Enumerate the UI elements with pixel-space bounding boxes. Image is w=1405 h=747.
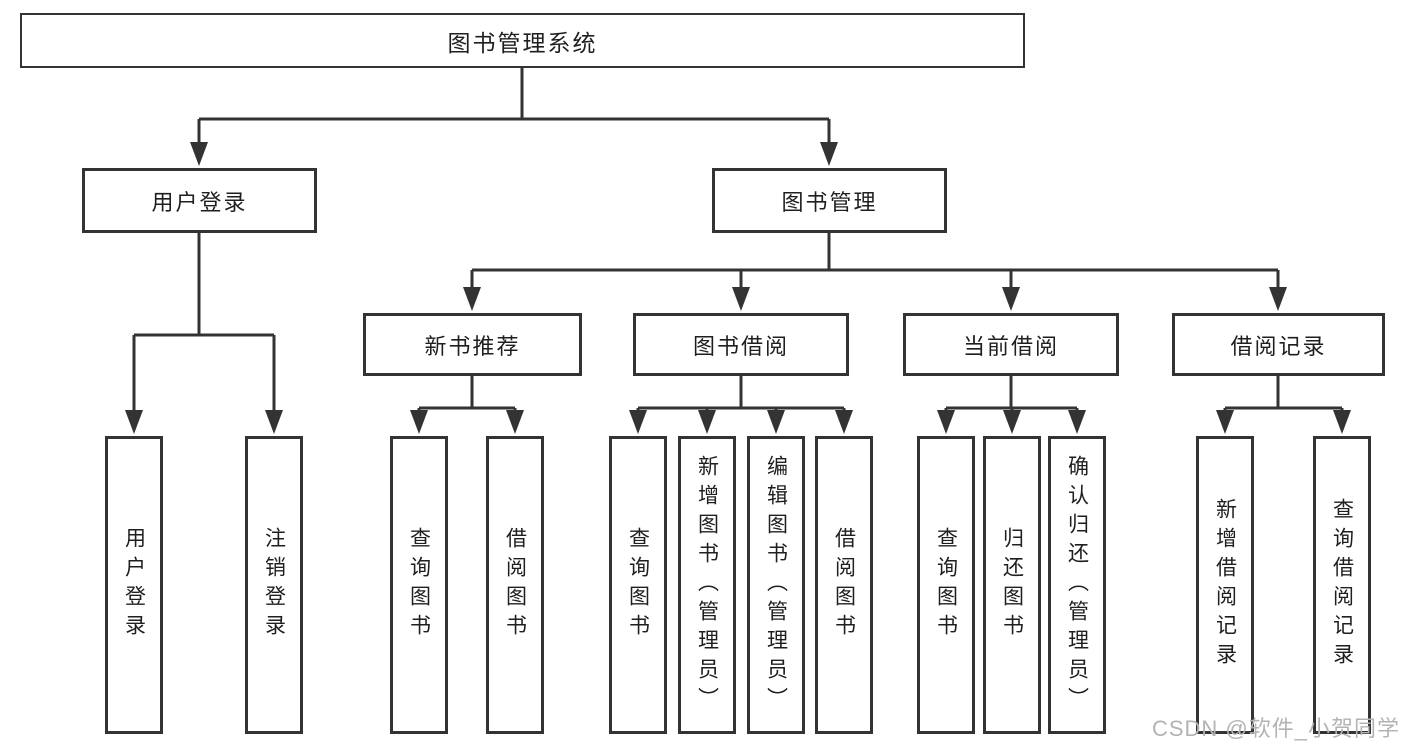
leaf-label: 借阅图书 — [832, 527, 856, 643]
node-book-borrowing: 图书借阅 — [633, 313, 849, 376]
leaf-label: 注销登录 — [262, 527, 286, 643]
leaf-label: 查询图书 — [934, 527, 958, 643]
leaf-label: 查询借阅记录 — [1330, 498, 1354, 672]
node-new-book-recommendation: 新书推荐 — [363, 313, 582, 376]
leaf-label: 确认归还（管理员） — [1065, 454, 1089, 716]
leaf-user-login: 用户登录 — [105, 436, 163, 734]
arrowhead — [463, 287, 481, 311]
leaf-record-add-borrow-record: 新增借阅记录 — [1196, 436, 1254, 734]
leaf-label: 查询图书 — [407, 527, 431, 643]
leaf-logout: 注销登录 — [245, 436, 303, 734]
arrowhead — [698, 410, 716, 434]
connector-userlogin-to-leaves — [132, 233, 276, 410]
connector-borrowrecord-to-leaves — [1223, 376, 1344, 410]
leaf-borrow-edit-books-admin: 编辑图书（管理员） — [747, 436, 805, 734]
leaf-label: 借阅图书 — [503, 527, 527, 643]
leaf-borrow-add-books-admin: 新增图书（管理员） — [678, 436, 736, 734]
leaf-newbook-borrow-books: 借阅图书 — [486, 436, 544, 734]
leaf-current-query-books: 查询图书 — [917, 436, 975, 734]
connector-currentborrow-to-leaves — [944, 376, 1079, 410]
node-current-borrowing: 当前借阅 — [903, 313, 1119, 376]
node-book-management: 图书管理 — [712, 168, 947, 233]
node-user-login: 用户登录 — [82, 168, 317, 233]
arrowhead — [732, 287, 750, 311]
arrowhead — [1216, 410, 1234, 434]
arrowhead — [265, 410, 283, 434]
leaf-current-return-books: 归还图书 — [983, 436, 1041, 734]
arrowhead — [1002, 287, 1020, 311]
arrowhead — [506, 410, 524, 434]
connector-root-to-level2 — [197, 68, 831, 142]
connector-bookborrow-to-leaves — [636, 376, 846, 410]
arrowhead — [1068, 410, 1086, 434]
arrowhead — [937, 410, 955, 434]
leaf-label: 归还图书 — [1000, 527, 1024, 643]
leaf-newbook-query-books: 查询图书 — [390, 436, 448, 734]
arrowhead — [1333, 410, 1351, 434]
leaf-current-confirm-return-admin: 确认归还（管理员） — [1048, 436, 1106, 734]
arrowhead — [1003, 410, 1021, 434]
watermark: CSDN @软件_小贺同学 — [1151, 716, 1400, 741]
connector-newbook-to-leaves — [417, 376, 517, 410]
arrowhead — [820, 142, 838, 166]
leaf-borrow-query-books: 查询图书 — [609, 436, 667, 734]
leaf-record-query-borrow-record: 查询借阅记录 — [1313, 436, 1371, 734]
arrowhead — [835, 410, 853, 434]
leaf-label: 新增借阅记录 — [1213, 498, 1237, 672]
arrowhead — [1269, 287, 1287, 311]
arrowhead — [410, 410, 428, 434]
node-borrowing-records: 借阅记录 — [1172, 313, 1385, 376]
arrowhead — [629, 410, 647, 434]
leaf-label: 新增图书（管理员） — [695, 454, 719, 716]
node-library-system: 图书管理系统 — [20, 13, 1025, 68]
leaf-borrow-borrow-books: 借阅图书 — [815, 436, 873, 734]
leaf-label: 编辑图书（管理员） — [764, 454, 788, 716]
arrowhead — [125, 410, 143, 434]
leaf-label: 用户登录 — [122, 527, 146, 643]
leaf-label: 查询图书 — [626, 527, 650, 643]
arrowhead — [190, 142, 208, 166]
arrowhead — [767, 410, 785, 434]
connector-bookmgmt-to-level3 — [470, 233, 1280, 287]
